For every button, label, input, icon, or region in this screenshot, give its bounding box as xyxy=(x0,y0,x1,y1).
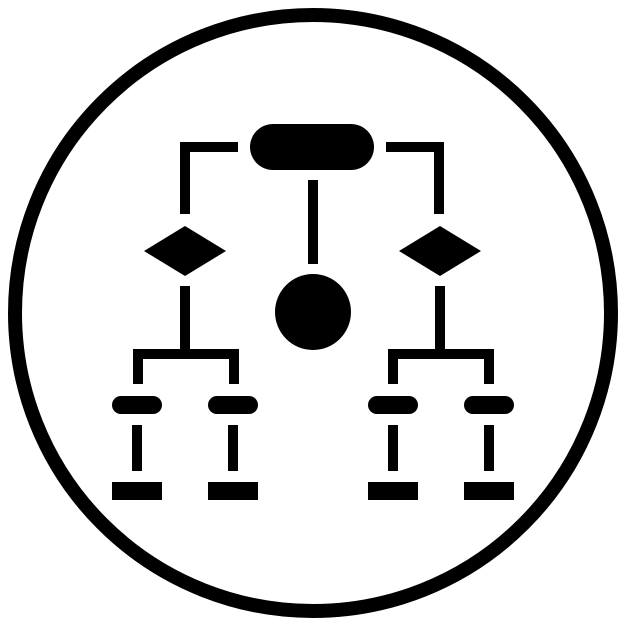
outer-ring-icon xyxy=(8,8,618,618)
left-branch-connector xyxy=(133,286,239,384)
left-decision-diamond-icon xyxy=(144,226,226,276)
leaf-bar-icon xyxy=(464,482,514,500)
left-top-connector xyxy=(180,142,238,214)
center-connector-line xyxy=(308,180,318,264)
leaf-bar-icon xyxy=(368,482,418,500)
leaf-pill-icon xyxy=(464,396,514,414)
leaf-right-outer xyxy=(464,396,514,500)
leaf-pill-icon xyxy=(208,396,258,414)
right-top-connector xyxy=(386,142,444,214)
leaf-left-outer xyxy=(112,396,162,500)
center-circle-node-icon xyxy=(275,274,351,350)
right-decision-diamond-icon xyxy=(399,226,481,276)
leaf-left-inner xyxy=(208,396,258,500)
leaf-bar-icon xyxy=(208,482,258,500)
leaf-pill-icon xyxy=(112,396,162,414)
leaf-pill-icon xyxy=(368,396,418,414)
leaf-right-inner xyxy=(368,396,418,500)
leaf-bar-icon xyxy=(112,482,162,500)
right-branch-connector xyxy=(388,286,494,384)
start-terminator-icon xyxy=(250,124,374,170)
